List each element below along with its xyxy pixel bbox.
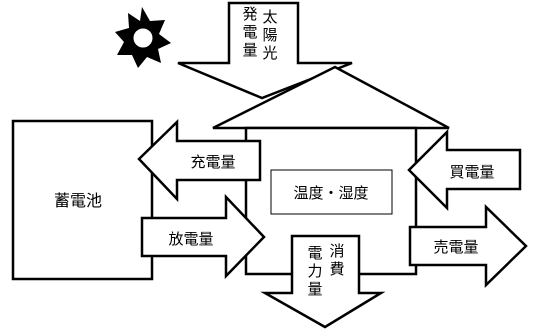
svg-text:太: 太 [262, 8, 277, 26]
center-box-label: 温度・湿度 [293, 184, 368, 202]
charge-arrow [137, 119, 262, 203]
solar-generation-label-right: 太 陽 光 [262, 8, 277, 62]
svg-text:力: 力 [307, 262, 322, 280]
svg-text:光: 光 [262, 44, 277, 62]
purchase-label: 買電量 [449, 163, 494, 181]
charge-label: 充電量 [190, 153, 235, 171]
sale-arrow [408, 204, 528, 288]
svg-text:発: 発 [242, 5, 257, 23]
discharge-arrow [140, 193, 266, 280]
battery-label: 蓄電池 [54, 191, 102, 210]
svg-text:電: 電 [307, 244, 322, 262]
solar-generation-label-left: 発 電 量 [242, 5, 257, 59]
consumption-arrow [260, 234, 386, 329]
discharge-label: 放電量 [168, 230, 213, 248]
consumption-label-left: 電 力 量 [307, 244, 322, 298]
purchase-arrow [407, 128, 522, 212]
svg-text:電: 電 [242, 23, 257, 41]
center-box [270, 169, 393, 215]
svg-text:陽: 陽 [262, 26, 277, 44]
svg-text:量: 量 [307, 280, 322, 298]
svg-text:費: 費 [329, 260, 344, 278]
consumption-label-right: 消 費 [329, 242, 344, 278]
battery-box [11, 119, 154, 281]
sale-label: 売電量 [433, 238, 478, 256]
svg-text:量: 量 [242, 41, 257, 59]
sun-icon [115, 7, 171, 68]
svg-text:消: 消 [329, 242, 344, 260]
